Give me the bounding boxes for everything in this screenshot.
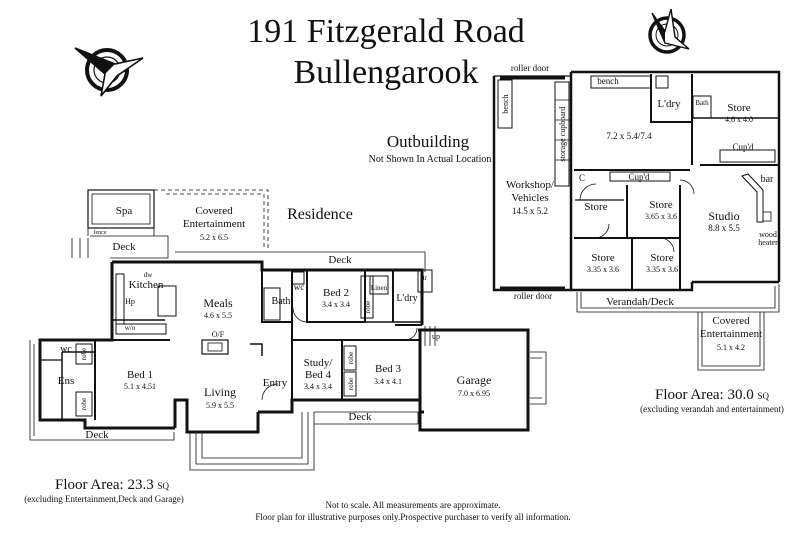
residence-plan <box>29 189 547 471</box>
up-label: up <box>432 332 440 341</box>
hp-label: Hp <box>125 297 135 306</box>
wood-heater-label: wood <box>759 230 777 239</box>
covered-entertainment-label: Covered <box>195 205 233 217</box>
workshop-label-2: Vehicles <box>511 192 548 204</box>
ens-label: Ens <box>58 375 75 387</box>
outbuilding-plan <box>492 70 781 371</box>
roller-door-top-label: roller door <box>511 63 549 73</box>
study-label: Study/ <box>304 357 334 369</box>
store-mid-label: Store <box>649 199 672 211</box>
bench-left-label: bench <box>501 94 510 113</box>
dw-label: dw <box>144 271 154 279</box>
wood-heater-label-2: heater <box>758 238 778 247</box>
covered-entertainment-dimensions: 5.1 x 4.2 <box>717 343 745 352</box>
study-label-2: Bed 4 <box>305 369 331 381</box>
bed3-label: Bed 3 <box>375 363 401 375</box>
linen-label: Linen <box>371 284 388 292</box>
outbuilding-floor-area: Floor Area: 30.0 SQ <box>655 387 770 403</box>
of-label: O/F <box>212 330 225 339</box>
garage-label: Garage <box>457 373 492 387</box>
bath-label: Bath <box>272 296 291 307</box>
title-line-1: 191 Fitzgerald Road <box>247 13 525 50</box>
ldry-label: L'dry <box>396 293 417 304</box>
wc-top-label: wc <box>294 282 305 292</box>
store-br-label: Store <box>650 252 673 264</box>
entry-label: Entry <box>263 377 288 389</box>
bath-label: Bath <box>695 99 709 107</box>
workshop-dimensions: 14.5 x 5.2 <box>512 206 548 216</box>
bar-label: bar <box>761 174 774 185</box>
meals-dimensions: 4.6 x 5.5 <box>204 311 232 320</box>
living-label: Living <box>204 385 236 399</box>
living-dimensions: 5.9 x 5.5 <box>206 401 234 410</box>
store-br-dimensions: 3.35 x 3.6 <box>646 265 678 274</box>
robe-study-1-label: robe <box>347 352 355 364</box>
covered-entertainment-label-2: Entertainment <box>700 328 762 340</box>
bench-top-label: bench <box>597 76 619 86</box>
c-label: C <box>579 173 585 183</box>
deck-left-label: Deck <box>112 241 136 253</box>
outbuilding-labels: roller door roller door bench storage cu… <box>501 63 778 352</box>
workshop-label: Workshop/ <box>506 179 555 191</box>
residence-floor-area: Floor Area: 23.3 SQ <box>55 477 170 493</box>
store-small-label: Store <box>584 201 607 213</box>
store-bl-label: Store <box>591 252 614 264</box>
wo-label: w/o <box>125 324 136 332</box>
verandah-label: Verandah/Deck <box>606 296 674 308</box>
garage-dimensions: 7.0 x 6.95 <box>458 389 490 398</box>
cupd-mid-label: Cup'd <box>628 172 650 182</box>
wc-ens-label: wc <box>60 344 72 355</box>
disclaimer-line-2: Floor plan for illustrative purposes onl… <box>255 512 570 522</box>
bed1-label: Bed 1 <box>127 369 153 381</box>
ldry-label: L'dry <box>657 98 681 110</box>
kitchen-label: Kitchen <box>129 279 164 291</box>
storage-cupboard-label: storage cupboard <box>558 107 567 162</box>
cupd-right-label: Cup'd <box>732 142 754 152</box>
bed1-dimensions: 5.1 x 4.51 <box>124 382 156 391</box>
covered-entertainment-label-2: Entertainment <box>183 218 245 230</box>
bed3-dimensions: 3.4 x 4.1 <box>374 377 402 386</box>
robe-study-2-label: robe <box>347 378 355 390</box>
main-room-dimensions: 7.2 x 5.4/7.4 <box>606 131 652 141</box>
outbuilding-heading: Outbuilding <box>387 132 470 151</box>
studio-label: Studio <box>708 209 739 223</box>
disclaimer-line-1: Not to scale. All measurements are appro… <box>326 500 501 510</box>
tr-label: tr <box>423 274 428 282</box>
robe-ens-2-label: robe <box>80 398 88 410</box>
fence-label: fence <box>94 229 107 236</box>
covered-entertainment-label: Covered <box>712 315 750 327</box>
title-line-2: Bullengarook <box>293 54 478 91</box>
robe-ens-1-label: robe <box>80 348 88 360</box>
bed2-dimensions: 3.4 x 3.4 <box>322 300 350 309</box>
meals-label: Meals <box>203 296 233 310</box>
compass-icon <box>74 47 144 97</box>
robe-bed2-label: robe <box>364 301 372 313</box>
bed2-label: Bed 2 <box>323 287 349 299</box>
study-dimensions: 3.4 x 3.4 <box>304 382 332 391</box>
residence-floor-area-note: (excluding Entertainment,Deck and Garage… <box>24 494 183 504</box>
covered-entertainment-dimensions: 5.2 x 6.5 <box>200 233 228 242</box>
deck-mid-label: Deck <box>348 411 372 423</box>
store-mid-dimensions: 3.65 x 3.6 <box>645 212 677 221</box>
store-tr-dimensions: 4.6 x 4.0 <box>725 115 753 124</box>
compass-icon <box>648 8 690 54</box>
deck-bottom-label: Deck <box>85 429 109 441</box>
store-bl-dimensions: 3.35 x 3.6 <box>587 265 619 274</box>
deck-top-label: Deck <box>328 254 352 266</box>
spa-label: Spa <box>116 205 133 217</box>
residence-labels: Spa fence Deck Covered Entertainment 5.2… <box>58 205 492 441</box>
outbuilding-floor-area-note: (excluding verandah and entertainment) <box>640 404 784 414</box>
store-tr-label: Store <box>727 102 750 114</box>
roller-door-bottom-label: roller door <box>514 291 552 301</box>
residence-heading: Residence <box>287 206 353 223</box>
studio-dimensions: 8.8 x 5.5 <box>708 223 740 233</box>
outbuilding-note: Not Shown In Actual Location <box>369 154 492 165</box>
